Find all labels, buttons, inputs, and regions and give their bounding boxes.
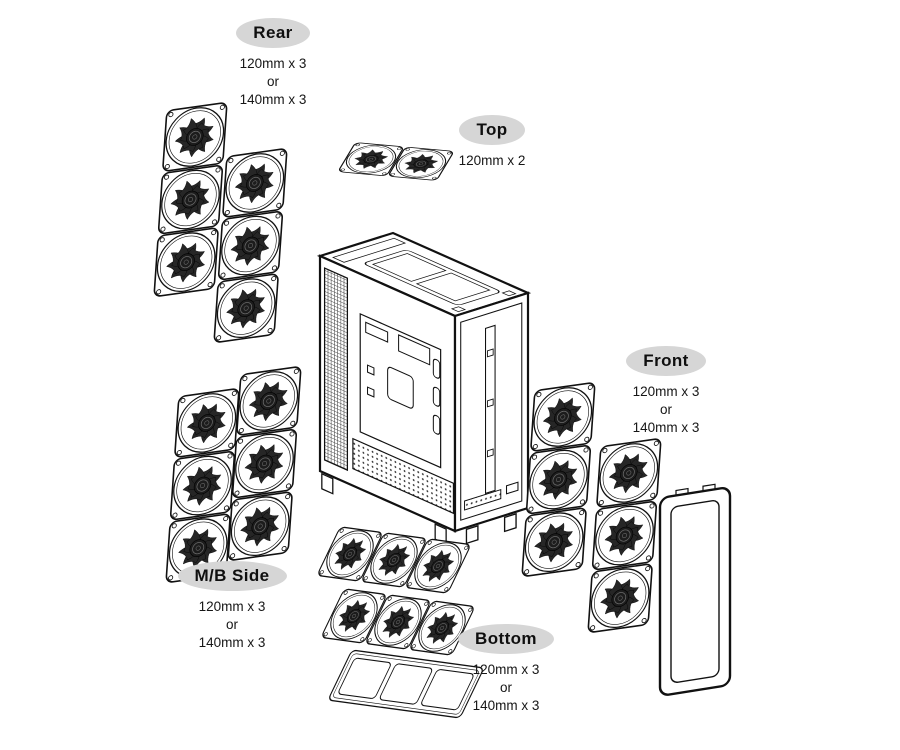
bottom-label: Bottom <box>458 624 554 654</box>
rear-spec-line: or <box>266 74 279 89</box>
case-foot <box>503 512 517 533</box>
mb-side-label-group: M/B Side 120mm x 3 or 140mm x 3 <box>162 561 302 652</box>
mb-side-spec-line: or <box>225 617 238 632</box>
bottom-filter-frame <box>329 649 483 719</box>
rear-vent-mesh <box>323 267 349 472</box>
front-fan-strip-1 <box>522 382 595 576</box>
front-spec-line: 140mm x 3 <box>632 420 700 435</box>
front-spec-line: 120mm x 3 <box>632 384 700 399</box>
case-interior <box>321 267 455 546</box>
bottom-spec-line: 120mm x 3 <box>472 662 540 677</box>
bottom-fan-strip-1 <box>317 527 471 593</box>
rear-label-group: Rear 120mm x 3 or 140mm x 3 <box>203 18 343 109</box>
rear-specs: 120mm x 3 or 140mm x 3 <box>203 55 343 109</box>
front-label: Front <box>626 346 706 376</box>
rear-spec-line: 140mm x 3 <box>239 92 307 107</box>
bottom-specs: 120mm x 3 or 140mm x 3 <box>436 661 576 715</box>
bottom-spec-line: 140mm x 3 <box>472 698 540 713</box>
case-top-vent <box>332 237 517 313</box>
front-specs: 120mm x 3 or 140mm x 3 <box>596 383 736 437</box>
top-specs: 120mm x 2 <box>422 152 562 170</box>
top-label-group: Top 120mm x 2 <box>422 115 562 170</box>
case-front-face <box>460 302 523 545</box>
bottom-vent-perforation <box>352 437 455 515</box>
bottom-label-group: Bottom 120mm x 3 or 140mm x 3 <box>436 624 576 715</box>
rear-fan-strip-1 <box>154 102 227 296</box>
case-foot <box>321 472 334 495</box>
mb-side-spec-line: 140mm x 3 <box>198 635 266 650</box>
mb-side-label: M/B Side <box>177 561 287 591</box>
front-label-group: Front 120mm x 3 or 140mm x 3 <box>596 346 736 437</box>
rear-spec-line: 120mm x 3 <box>239 56 307 71</box>
mb-side-spec-line: 120mm x 3 <box>198 599 266 614</box>
bottom-spec-line: or <box>499 680 512 695</box>
front-panel-bracket <box>658 483 732 696</box>
front-spec-line: or <box>659 402 672 417</box>
top-label: Top <box>459 115 525 145</box>
case-foot <box>465 524 479 545</box>
top-spec-line: 120mm x 2 <box>458 153 526 168</box>
motherboard-tray <box>359 312 442 469</box>
case-chassis <box>316 231 532 546</box>
mb-side-fan-strip-2 <box>228 366 301 560</box>
rear-fan-strip-2 <box>214 148 287 342</box>
mb-side-specs: 120mm x 3 or 140mm x 3 <box>162 598 302 652</box>
front-fan-strip-2 <box>588 438 661 632</box>
rear-label: Rear <box>236 18 310 48</box>
